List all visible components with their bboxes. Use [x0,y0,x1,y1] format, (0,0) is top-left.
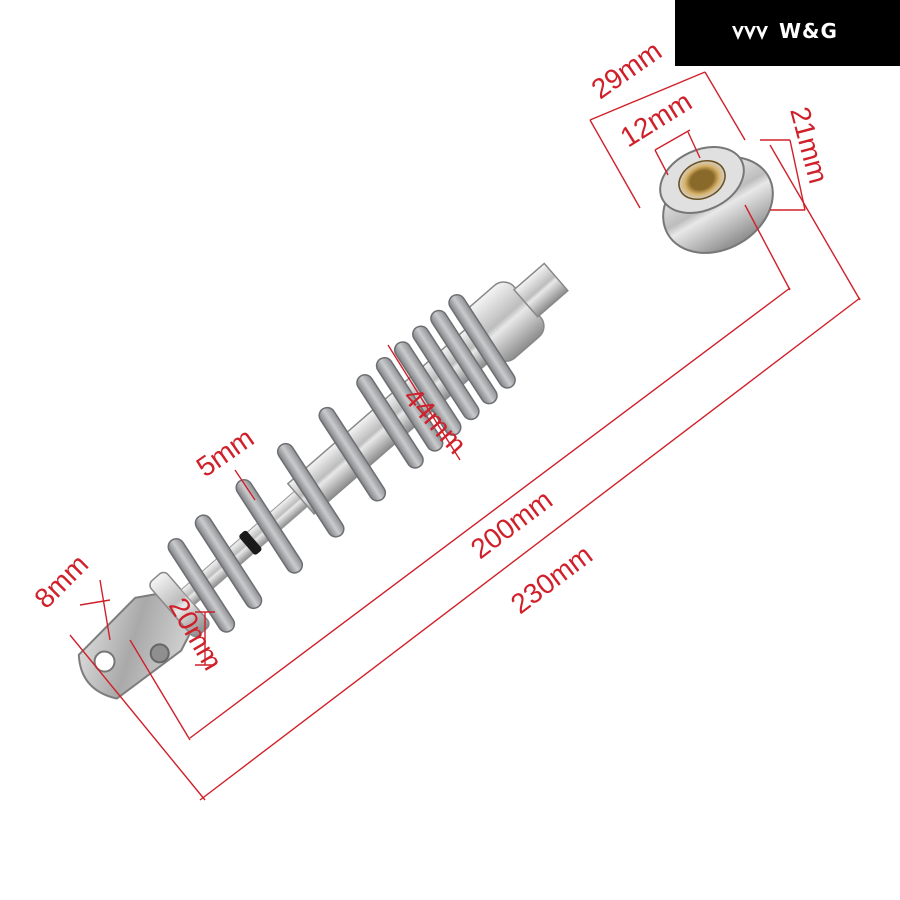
dimension-overall-length: 230mm [505,539,598,620]
bottom-bolt-hole [149,643,170,664]
top-eye-mount [659,146,774,254]
shock-absorber-body [77,262,569,700]
brand-name: W&G [779,19,838,43]
dimension-wire-thickness: 5mm [191,422,260,483]
dimension-lines [69,71,861,801]
brand-logo: W&G [675,0,900,66]
coil-spring [167,294,516,633]
triple-chevron-logo-icon [732,26,768,40]
dimension-top-bore: 12mm [615,86,697,154]
dimension-top-eye-width: 29mm [586,35,668,105]
top-neck [512,262,569,318]
rubber-bumper [239,530,262,555]
top-bushing [678,160,726,200]
